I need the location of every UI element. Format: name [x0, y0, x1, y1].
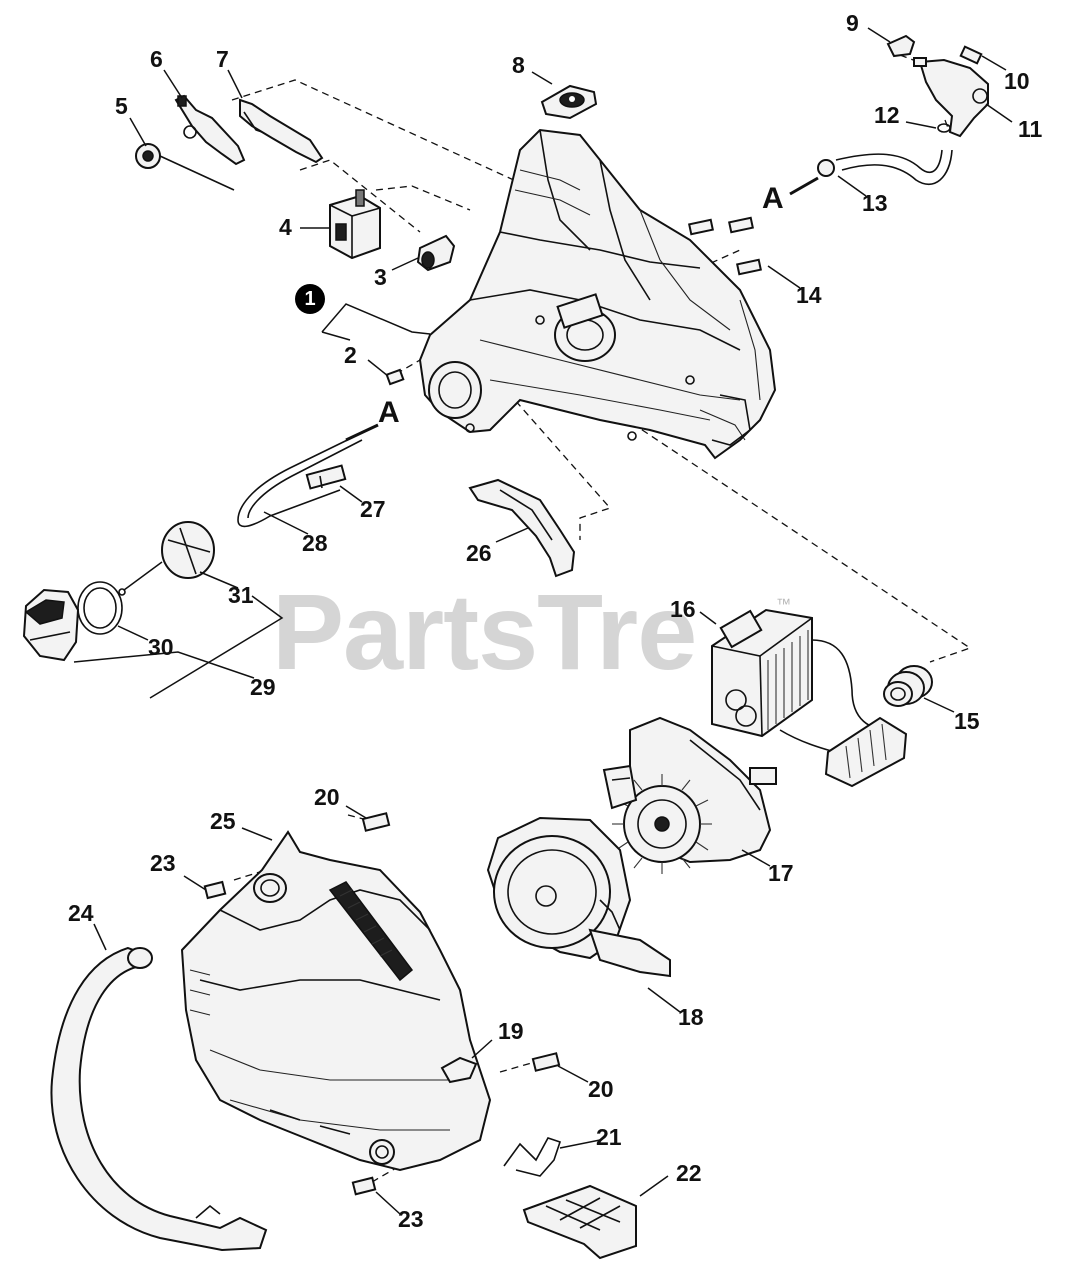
callout-leader-lines [73, 27, 1013, 1215]
trademark-symbol: ™ [776, 596, 791, 613]
main-housing [418, 128, 777, 460]
lower-housing-part-25 [180, 830, 492, 1172]
handle-part-7 [239, 98, 324, 164]
bushing-part-15 [883, 665, 933, 707]
callout-8: 8 [512, 52, 525, 78]
oring-part-12 [937, 123, 951, 133]
callout-23-bottom: 23 [398, 1206, 424, 1232]
filter-disc-part-31 [118, 521, 215, 596]
screw-part-20-bottom [531, 1052, 561, 1072]
callout-5: 5 [115, 93, 128, 119]
callout-24: 24 [68, 900, 94, 926]
callout-10: 10 [1004, 68, 1030, 94]
callout-7: 7 [216, 46, 229, 72]
handle-bar-part-24 [50, 946, 268, 1252]
fitting-part-27 [305, 464, 347, 490]
clip-part-19 [440, 1056, 478, 1084]
callout-16: 16 [670, 596, 696, 622]
grille-part-22 [522, 1184, 637, 1260]
callout-6: 6 [150, 46, 163, 72]
screw-part-10 [959, 45, 983, 65]
lever-part-6 [174, 94, 246, 166]
reference-letter-a-middle: A [378, 396, 400, 429]
callout-18: 18 [678, 1004, 704, 1030]
callout-20-bottom: 20 [588, 1076, 614, 1102]
callout-22: 22 [676, 1160, 702, 1186]
callout-12: 12 [874, 102, 900, 128]
callout-14: 14 [796, 282, 822, 308]
fan-housing-part-18 [486, 816, 671, 978]
fitting-part-9 [886, 34, 916, 58]
screw-part-20-top [361, 812, 391, 832]
callout-3: 3 [374, 264, 387, 290]
button-part-3 [416, 234, 456, 272]
controller-part-16 [711, 608, 908, 788]
callout-20-top: 20 [314, 784, 340, 810]
reference-letter-a-top: A [762, 182, 784, 215]
cap-part-29 [22, 588, 80, 662]
cap-part-8 [540, 84, 598, 120]
callout-21: 21 [596, 1124, 622, 1150]
screws-part-14 [688, 216, 762, 276]
nipple-part-2 [385, 368, 405, 386]
screw-part-23-bottom [351, 1176, 377, 1196]
callout-circled-1: 1 [295, 284, 325, 314]
callout-2: 2 [344, 342, 357, 368]
motor-part-17 [602, 716, 777, 874]
callout-17: 17 [768, 860, 794, 886]
callout-30: 30 [148, 634, 174, 660]
callout-29: 29 [250, 674, 276, 700]
callout-27: 27 [360, 496, 386, 522]
bracket-part-26 [468, 478, 576, 578]
watermark-text: PartsTre [272, 571, 697, 692]
oring-part-30 [77, 581, 123, 635]
callout-4: 4 [279, 214, 292, 240]
switch-part-4 [329, 189, 381, 260]
hose-part-28 [237, 423, 379, 528]
oil-pump-part-11 [913, 57, 989, 138]
callout-9: 9 [846, 10, 859, 36]
callout-25: 25 [210, 808, 236, 834]
callout-31: 31 [228, 582, 254, 608]
spring-part-21 [503, 1137, 562, 1177]
tension-knob-part-5 [135, 143, 235, 191]
callout-28: 28 [302, 530, 328, 556]
callout-15: 15 [954, 708, 980, 734]
callout-23-top: 23 [150, 850, 176, 876]
callout-19: 19 [498, 1018, 524, 1044]
callout-26: 26 [466, 540, 492, 566]
oil-hose-part-13 [789, 149, 953, 196]
callout-11: 11 [1018, 116, 1043, 142]
callout-13: 13 [862, 190, 888, 216]
screw-part-23-top [203, 880, 227, 900]
